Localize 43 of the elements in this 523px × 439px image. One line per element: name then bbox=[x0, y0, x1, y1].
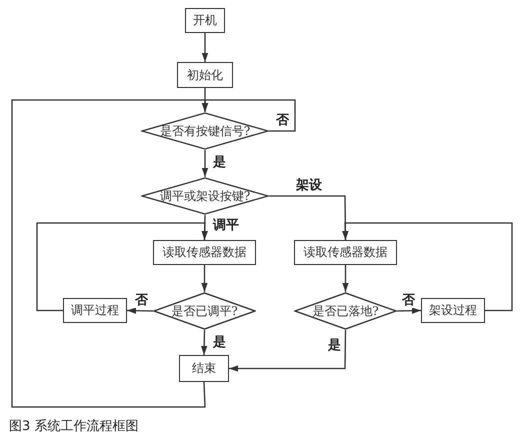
box-text: 调平过程 bbox=[71, 302, 119, 319]
arrow bbox=[342, 265, 349, 292]
edge-label: 是 bbox=[212, 335, 227, 350]
process-box bbox=[153, 240, 256, 265]
decision-diamond bbox=[141, 177, 269, 215]
box-text: 是否已调平? bbox=[171, 302, 238, 320]
arrow bbox=[396, 308, 422, 314]
arrow bbox=[269, 195, 349, 240]
edge-label: 调平 bbox=[212, 218, 240, 233]
arrow bbox=[201, 265, 208, 292]
process-box bbox=[294, 240, 397, 265]
box-text: 是否已落地? bbox=[312, 302, 379, 320]
arrow bbox=[36, 222, 208, 312]
box-text: 开机 bbox=[193, 12, 217, 29]
arrow bbox=[202, 150, 208, 177]
box-text: 架设过程 bbox=[429, 302, 477, 319]
box-text: 读取传感器数据 bbox=[162, 244, 246, 261]
process-box bbox=[185, 8, 225, 33]
box-text: 读取传感器数据 bbox=[304, 244, 388, 261]
box-text: 结束 bbox=[192, 360, 216, 377]
decision-diamond bbox=[294, 292, 397, 330]
edge-label: 否 bbox=[275, 113, 290, 128]
box-text: 调平或架设按键? bbox=[160, 188, 250, 204]
process-box bbox=[179, 355, 229, 382]
arrow bbox=[342, 222, 513, 312]
process-box bbox=[177, 62, 233, 88]
edge-label: 是 bbox=[212, 155, 227, 170]
process-box bbox=[63, 298, 127, 323]
process-box bbox=[421, 298, 485, 323]
arrow bbox=[229, 330, 346, 372]
box-text: 初始化 bbox=[187, 66, 223, 84]
box-text: 是否有按键信号? bbox=[160, 122, 250, 140]
edge-label: 否 bbox=[134, 293, 149, 308]
decision-diamond bbox=[141, 112, 269, 150]
arrow bbox=[201, 330, 208, 356]
edge-label: 是 bbox=[327, 338, 342, 353]
arrow bbox=[126, 308, 154, 314]
decision-diamond bbox=[153, 292, 256, 330]
arrow bbox=[11, 99, 208, 408]
arrow bbox=[202, 33, 208, 62]
edge-label: 否 bbox=[401, 293, 416, 308]
figure-caption: 图3 系统工作流程框图 bbox=[9, 418, 138, 435]
edge-label: 架设 bbox=[295, 178, 323, 193]
